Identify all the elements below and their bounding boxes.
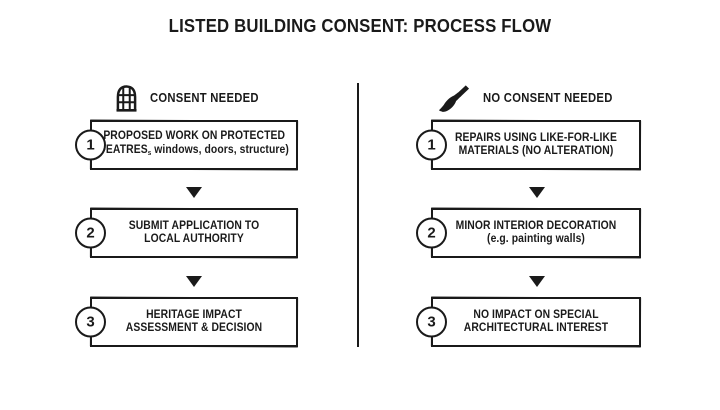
step-text: REPAIRS USING LIKE-FOR-LIKE MATERIALS (N…	[443, 132, 628, 159]
step-text-line: SUBMIT APPLICATION TO	[128, 219, 260, 232]
arched-window-icon	[116, 85, 137, 112]
no-consent-needed-label: NO CONSENT NEEDED	[483, 91, 613, 105]
step-number-badge: 1	[75, 129, 106, 161]
step-text-fragment: windows, doors, structure)	[151, 143, 289, 156]
step-number: 2	[86, 224, 95, 242]
step-text-line: ASSESSMENT & DECISION	[125, 322, 263, 334]
step-text-line: HERITAGE IMPACT	[146, 308, 242, 321]
step-box-consent-2: 2 SUBMIT APPLICATION TO LOCAL AUTHORITY	[75, 208, 298, 258]
step-text-line: (e.g. painting walls)	[487, 233, 585, 245]
step-number: 3	[427, 313, 436, 331]
step-text-line: NO IMPACT ON SPECIAL	[473, 308, 599, 321]
step-text-line: MATERIALS (NO ALTERATION)	[458, 145, 614, 157]
step-number-badge: 2	[416, 217, 447, 249]
step-box-noconsent-3: 3 NO IMPACT ON SPECIAL ARCHITECTURAL INT…	[416, 297, 641, 347]
consent-needed-label: CONSENT NEEDED	[150, 91, 259, 105]
step-box-consent-3: 3 HERITAGE IMPACT ASSESSMENT & DECISION	[75, 297, 298, 347]
step-number: 1	[427, 136, 436, 154]
step-text-fragment: FEATRES	[99, 143, 148, 156]
step-number-badge: 1	[416, 129, 447, 161]
step-number: 3	[86, 313, 95, 331]
page-title: LISTED BUILDING CONSENT: PROCESS FLOW	[168, 16, 552, 36]
down-arrow-icon	[529, 187, 545, 198]
step-text-line: FEATRESs windows, doors, structure)	[99, 144, 288, 161]
step-text-line: PROPOSED WORK ON PROTECTED	[103, 130, 285, 142]
step-text: HERITAGE IMPACT ASSESSMENT & DECISION	[102, 309, 286, 336]
no-consent-needed-header: NO CONSENT NEEDED	[438, 84, 627, 112]
step-box-noconsent-1: 1 REPAIRS USING LIKE-FOR-LIKE MATERIALS …	[416, 120, 641, 170]
down-arrow-icon	[186, 187, 202, 198]
step-text: NO IMPACT ON SPECIAL ARCHITECTURAL INTER…	[443, 309, 628, 336]
paintbrush-icon	[438, 84, 470, 112]
step-text: SUBMIT APPLICATION TO LOCAL AUTHORITY	[102, 220, 286, 247]
step-text: MINOR INTERIOR DECORATION (e.g. painting…	[443, 220, 628, 247]
step-text: PROPOSED WORK ON PROTECTED FEATRESs wind…	[99, 130, 288, 160]
down-arrow-icon	[529, 276, 545, 287]
step-number: 2	[427, 224, 436, 242]
step-text-line: REPAIRS USING LIKE-FOR-LIKE	[454, 131, 618, 144]
step-text-line: MINOR INTERIOR DECORATION	[455, 219, 617, 232]
step-number-badge: 3	[416, 306, 447, 338]
step-box-noconsent-2: 2 MINOR INTERIOR DECORATION (e.g. painti…	[416, 208, 641, 258]
down-arrow-icon	[186, 276, 202, 287]
step-text-line: LOCAL AUTHORITY	[144, 233, 244, 245]
step-number-badge: 2	[75, 217, 106, 249]
step-number: 1	[86, 136, 95, 154]
step-text-line: ARCHITECTURAL INTEREST	[463, 322, 609, 334]
consent-needed-header: CONSENT NEEDED	[116, 84, 271, 112]
column-divider	[357, 83, 359, 347]
step-box-consent-1: 1 PROPOSED WORK ON PROTECTED FEATRESs wi…	[75, 120, 298, 170]
step-number-badge: 3	[75, 306, 106, 338]
step-text-subscript: s	[147, 149, 152, 157]
